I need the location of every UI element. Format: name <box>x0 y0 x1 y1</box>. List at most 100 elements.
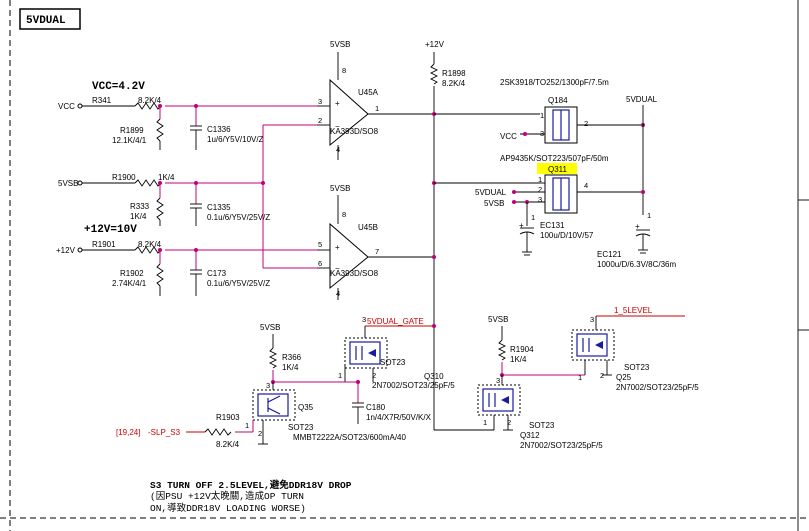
svg-text:7: 7 <box>375 247 379 256</box>
level-net-label: 1_5LEVEL <box>614 306 653 315</box>
r341-value: 8.2K/4 <box>138 96 162 105</box>
q35-pkg: SOT23 <box>288 423 314 432</box>
c1336-value: 1u/6/Y5V/10V/Z <box>207 135 264 144</box>
q184-mosfet: 2SK3918/TO252/1300pF/7.5m Q184 1 3 2 VCC… <box>500 78 658 215</box>
svg-text:3: 3 <box>540 129 544 138</box>
r366-value: 1K/4 <box>282 363 299 372</box>
svg-text:3: 3 <box>318 97 322 106</box>
c173-value: 0.1u/6/Y5V/25V/Z <box>207 279 270 288</box>
r333-value: 1K/4 <box>130 212 147 221</box>
ec131-value: 100u/D/10V/57 <box>540 231 594 240</box>
r1901-resistor <box>134 246 162 254</box>
u45a-part: KA393D/SO8 <box>330 127 379 136</box>
svg-text:1: 1 <box>245 421 249 430</box>
u45b-vsb-label: 5VSB <box>330 184 350 193</box>
q35-part: MMBT2222A/SOT23/600mA/40 <box>293 433 406 442</box>
q25-part: 2N7002/SOT23/25pF/5 <box>616 383 699 392</box>
q311-vsb-label: 5VSB <box>484 199 504 208</box>
r1898-ref: R1898 <box>442 69 466 78</box>
input-network: VCC=4.2V VCC R341 8.2K/4 R1899 12.1K/4/1… <box>56 81 317 296</box>
r333-resistor <box>156 197 164 221</box>
r1898-value: 8.2K/4 <box>442 79 466 88</box>
svg-text:4: 4 <box>584 181 588 190</box>
r1900-ref: R1900 <box>112 173 136 182</box>
q311-mosfet: AP9435K/SOT223/507pF/50m Q311 1 2 3 4 5V… <box>475 154 645 214</box>
c180-ref: C180 <box>366 403 386 412</box>
q184-ref: Q184 <box>548 96 568 105</box>
r1899-ref: R1899 <box>120 126 144 135</box>
u45a-comparator: 5VSB U45A KA393D/SO8 + − 3 2 8 4 1 <box>317 40 434 160</box>
q310-part: 2N7002/SOT23/25pF/5 <box>372 381 455 390</box>
r1904-ref: R1904 <box>510 345 534 354</box>
svg-text:8: 8 <box>342 210 346 219</box>
q25-pkg: SOT23 <box>624 363 650 372</box>
gate-bus: +12V R1898 8.2K/4 <box>425 40 540 431</box>
r1898-resistor <box>429 63 439 85</box>
sheet-title: 5VDUAL <box>26 15 66 27</box>
q35-transistor: 3 1 2 Q35 SOT23 MMBT2222A/SOT23/600mA/40 <box>245 381 406 445</box>
note-line-2: (因PSU +12V太晚關,造成OP TURN <box>150 490 304 502</box>
r1904-vsb-label: 5VSB <box>488 315 508 324</box>
c173-ref: C173 <box>207 269 227 278</box>
gate-net-label: 5VDUAL_GATE <box>367 317 424 326</box>
svg-text:3: 3 <box>266 381 270 390</box>
q312-part: 2N7002/SOT23/25pF/5 <box>520 441 603 450</box>
r1901-value: 8.2K/4 <box>138 240 162 249</box>
svg-text:8: 8 <box>342 66 346 75</box>
q310-mosfet: 5VDUAL_GATE 3 1 2 SOT23 Q310 2N7002/SOT2… <box>338 315 455 390</box>
r1899-value: 12.1K/4/1 <box>112 136 147 145</box>
c1336-ref: C1336 <box>207 125 231 134</box>
svg-text:+: + <box>335 99 340 108</box>
q310-pkg: SOT23 <box>380 358 406 367</box>
r1903-resistor <box>204 428 232 436</box>
r1900-resistor <box>134 179 162 187</box>
svg-text:1: 1 <box>375 104 379 113</box>
note-line-3: ON,導致DDR18V LOADING WORSE) <box>150 502 306 514</box>
r1900-value: 1K/4 <box>158 173 175 182</box>
r1903-ref: R1903 <box>216 413 240 422</box>
title-box <box>19 8 81 30</box>
r1904-resistor <box>497 339 507 361</box>
q311-highlight <box>537 163 577 174</box>
r1902-value: 2.74K/4/1 <box>112 279 147 288</box>
p12v-level-note: +12V=10V <box>84 224 137 236</box>
svg-text:+: + <box>519 221 524 230</box>
u45a-ref: U45A <box>358 88 379 97</box>
svg-text:2: 2 <box>372 371 376 380</box>
svg-text:+: + <box>635 222 640 231</box>
svg-text:2: 2 <box>258 429 262 438</box>
c1335-ref: C1335 <box>207 203 231 212</box>
svg-text:2: 2 <box>507 418 511 427</box>
svg-text:6: 6 <box>318 259 322 268</box>
q184-vcc-label: VCC <box>500 132 517 141</box>
q35-ref: Q35 <box>298 403 314 412</box>
svg-text:+: + <box>335 243 340 252</box>
q310-ref: Q310 <box>424 372 444 381</box>
svg-text:1: 1 <box>531 213 535 222</box>
svg-text:3: 3 <box>590 315 594 324</box>
slp-s3-input: [19,24] -SLP_S3 R1903 8.2K/4 <box>116 413 254 449</box>
q312-ref: Q312 <box>520 431 540 440</box>
svg-text:3: 3 <box>538 195 542 204</box>
slp-s3-label: -SLP_S3 <box>148 428 181 437</box>
r366-ref: R366 <box>282 353 302 362</box>
q184-part: 2SK3918/TO252/1300pF/7.5m <box>500 78 609 87</box>
r1902-ref: R1902 <box>120 269 144 278</box>
q312-pkg: SOT23 <box>529 421 555 430</box>
q311-vdual-label: 5VDUAL <box>475 188 507 197</box>
ec121-value: 1000u/D/6.3V/8C/36m <box>597 260 676 269</box>
r341-resistor <box>134 102 162 110</box>
q311-ref: Q311 <box>548 165 568 174</box>
vdual-out-label: 5VDUAL <box>626 95 658 104</box>
svg-text:3: 3 <box>496 376 500 385</box>
svg-text:1: 1 <box>538 175 542 184</box>
ec121-capacitor: 1 + EC121 1000u/D/6.3V/8C/36m <box>597 211 676 269</box>
vcc-level-note: VCC=4.2V <box>92 81 145 93</box>
u45b-ref: U45B <box>358 223 378 232</box>
ec131-ref: EC131 <box>540 221 565 230</box>
svg-text:1: 1 <box>540 111 544 120</box>
design-note: S3 TURN OFF 2.5LEVEL,避免DDR18V DROP (因PSU… <box>150 479 352 514</box>
vsb-input-label: 5VSB <box>58 179 78 188</box>
svg-text:−: − <box>335 122 340 131</box>
